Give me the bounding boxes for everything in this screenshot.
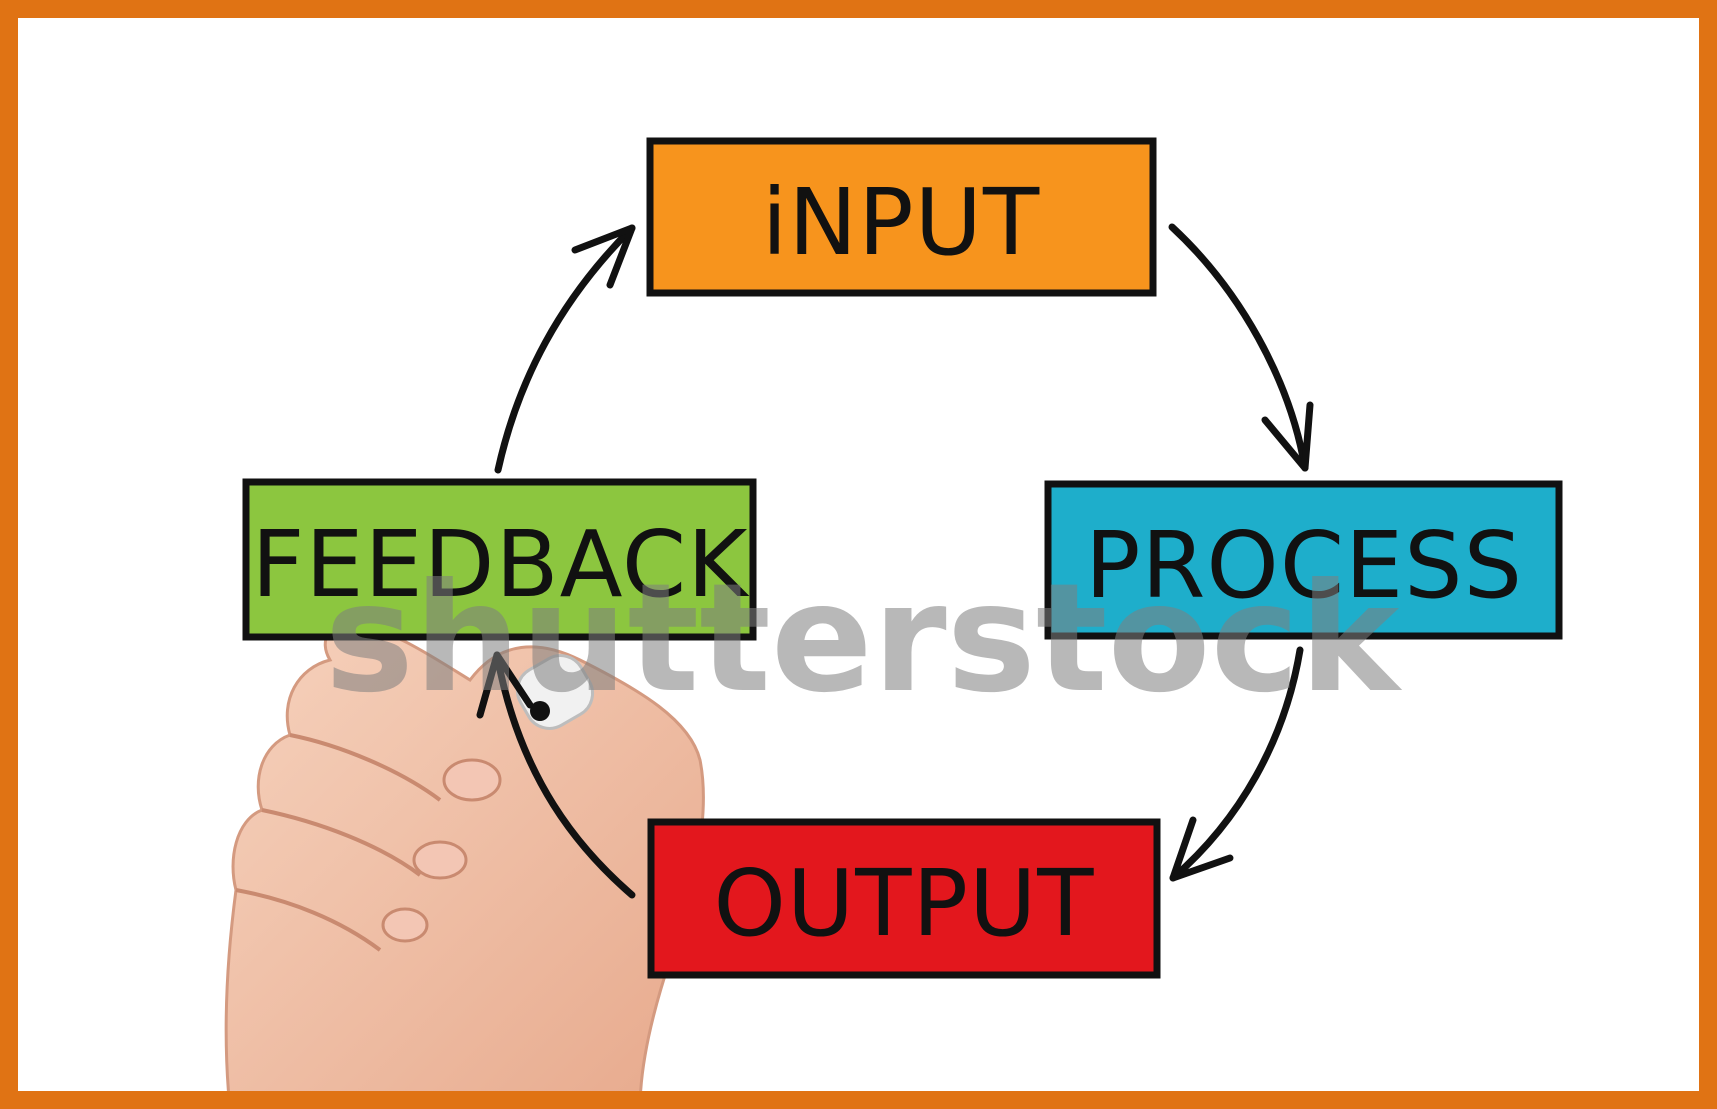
node-output-box	[647, 818, 1161, 979]
node-input-label: iNPUT	[762, 169, 1040, 276]
hand-illustration	[224, 620, 705, 1091]
node-output: OUTPUT	[647, 818, 1161, 979]
node-feedback-label: FEEDBACK	[251, 511, 750, 618]
arrow-output-to-feedback	[476, 651, 636, 899]
arrow-input-to-process	[1168, 223, 1314, 472]
node-feedback: FEEDBACK	[242, 478, 757, 641]
node-input-box	[646, 137, 1157, 297]
node-process-box	[1044, 480, 1563, 640]
arrow-feedback-to-input	[494, 224, 636, 474]
node-input: iNPUT	[646, 137, 1157, 297]
node-process-label: PROCESS	[1085, 512, 1523, 619]
node-process: PROCESS	[1044, 480, 1563, 640]
watermark-text: shutterstock	[325, 552, 1403, 726]
arrow-process-to-output	[1169, 646, 1304, 882]
node-output-label: OUTPUT	[714, 850, 1095, 957]
node-feedback-box	[242, 478, 757, 641]
cycle-arrows	[476, 223, 1314, 899]
process-cycle-diagram: iNPUT PROCESS OUTPUT FEEDBACK shuttersto…	[224, 137, 1563, 1091]
